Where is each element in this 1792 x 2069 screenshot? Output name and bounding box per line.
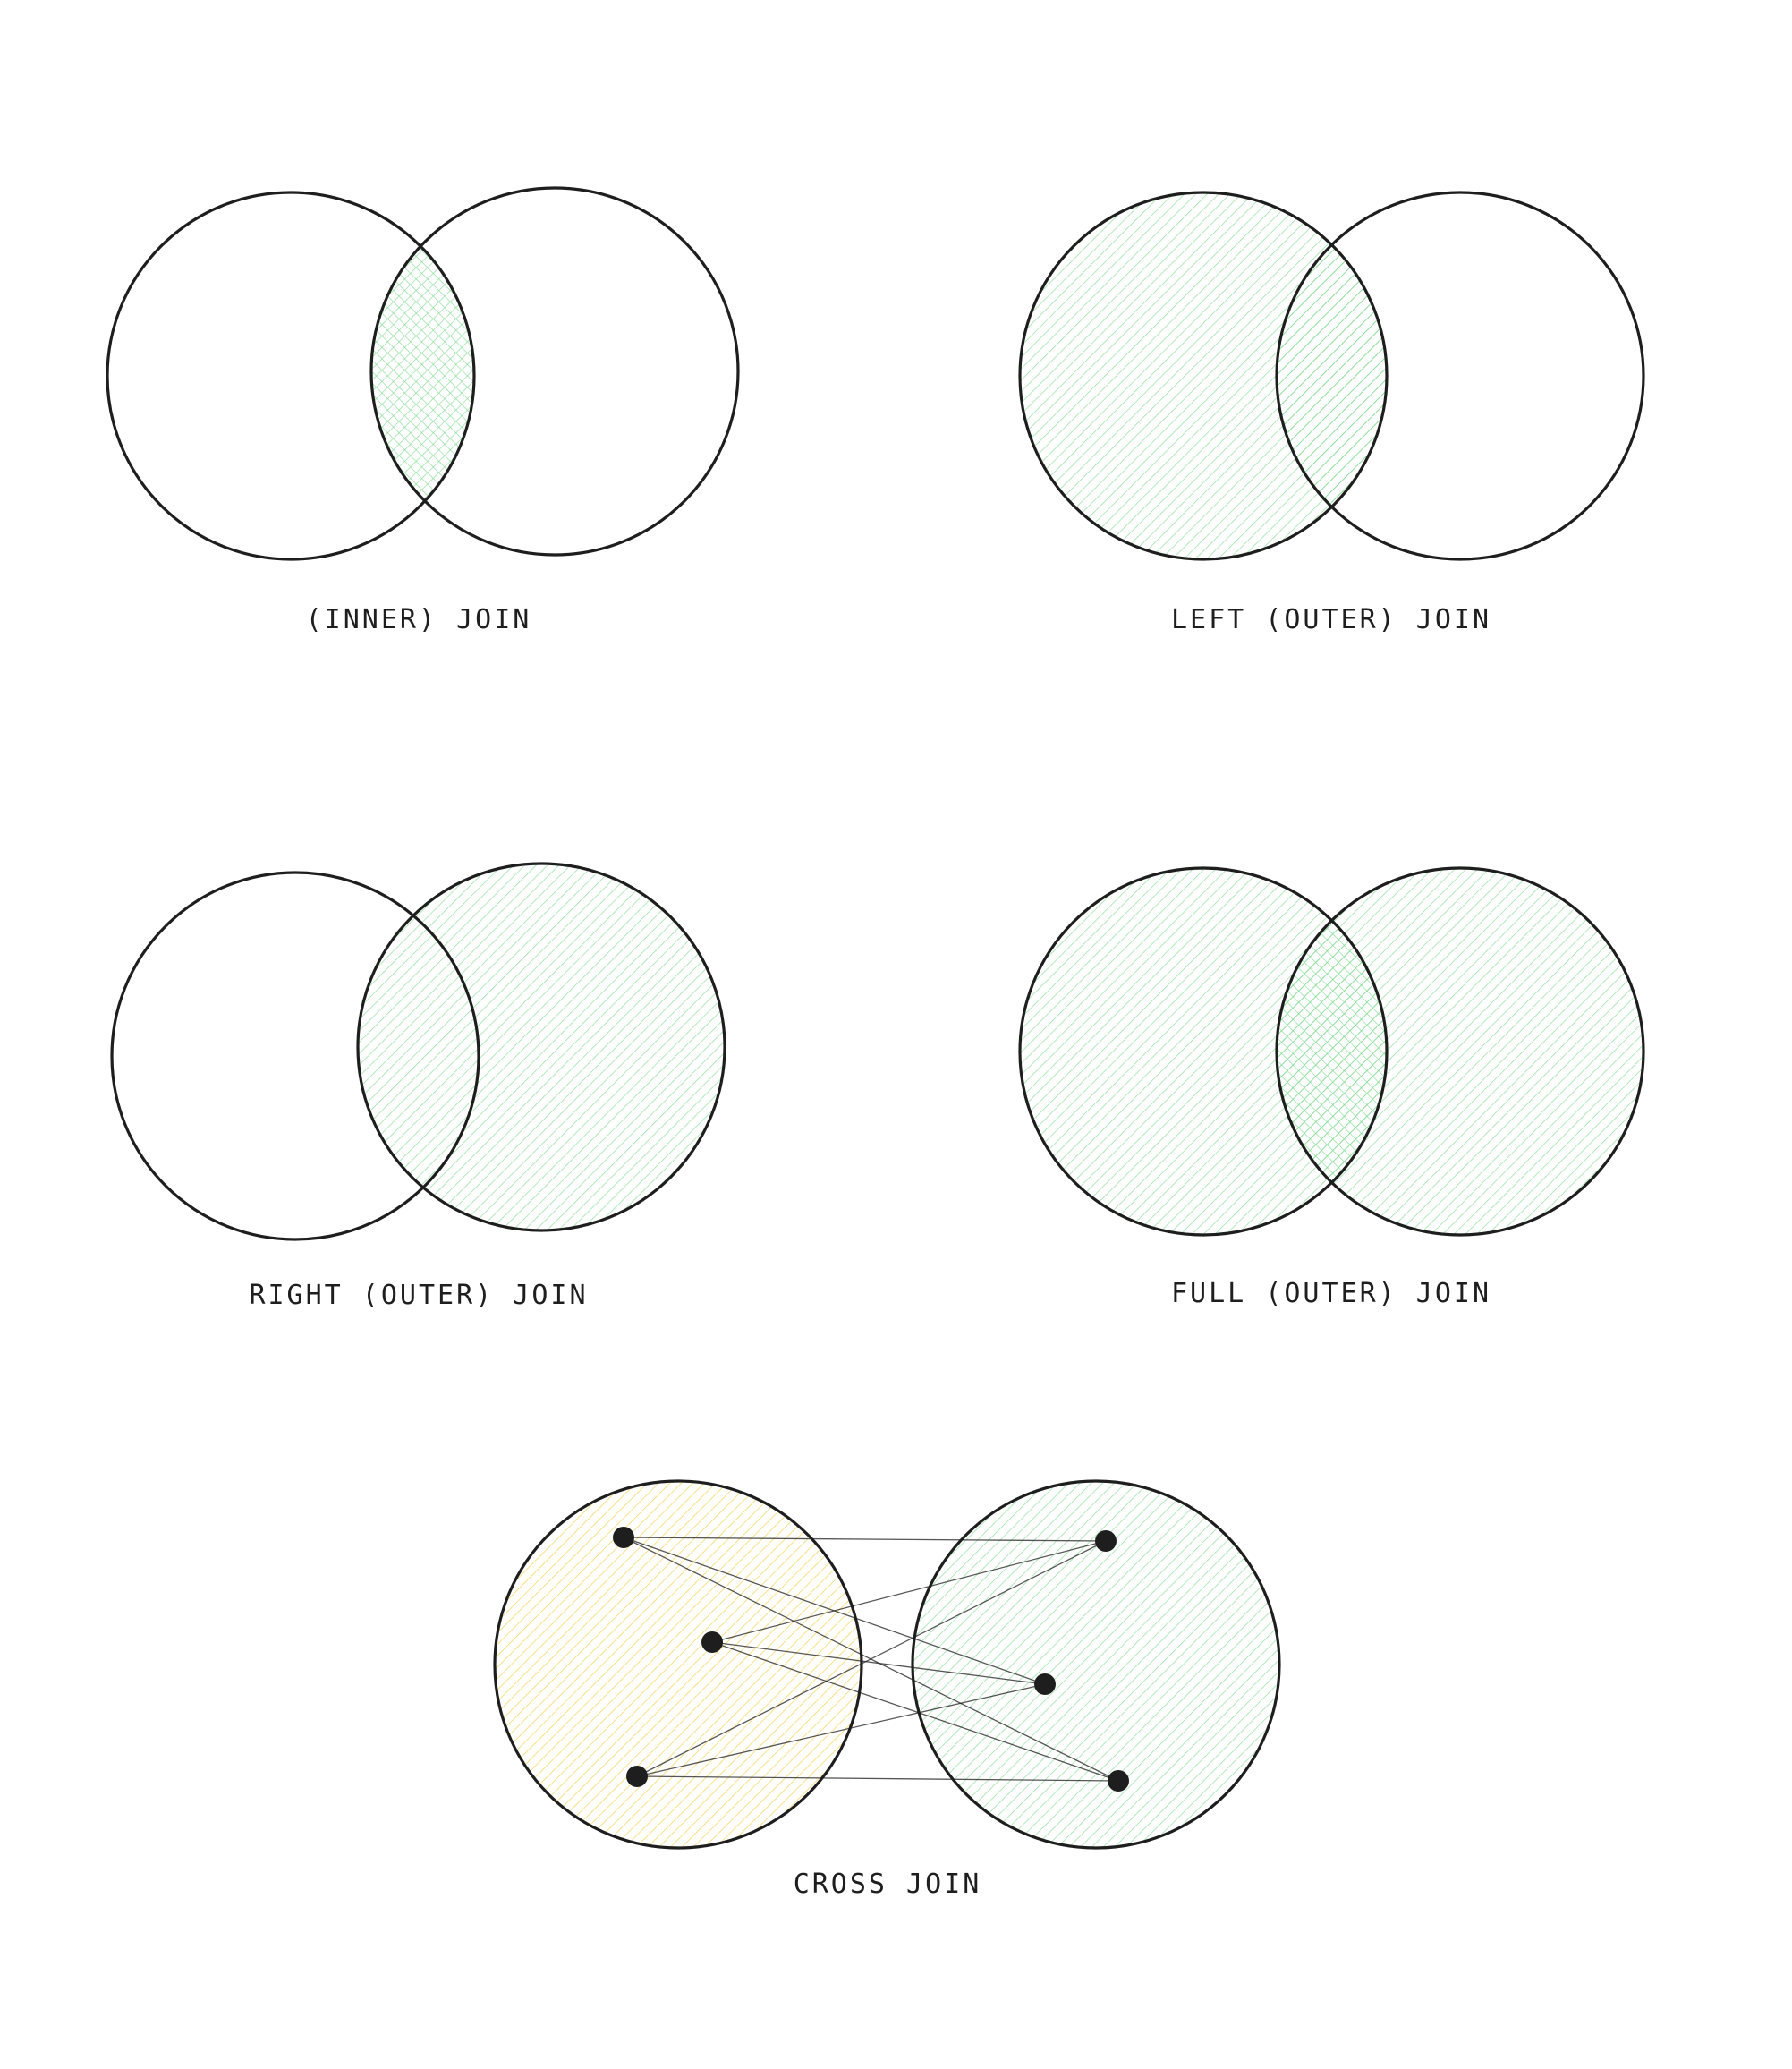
right-node-2 [1034,1673,1056,1695]
full-join-right-circle [1275,866,1645,1237]
right-join-right-fill [358,864,725,1230]
left-node-2 [701,1631,723,1653]
full-join-right-fill [1277,868,1643,1235]
inner-left-circle [106,191,476,561]
inner-right-circle [369,186,740,557]
full-join-left-circle [1018,866,1389,1237]
edge-l3-r1 [636,1540,1107,1777]
left-node-3 [626,1766,648,1787]
venn-right-join: RIGHT (OUTER) JOIN [110,862,726,1311]
right-join-left-circle [110,871,480,1241]
venn-full-join: FULL (OUTER) JOIN [1018,866,1645,1309]
left-join-label: LEFT (OUTER) JOIN [1171,604,1491,635]
full-join-left-fill [1020,868,1387,1235]
left-join-left-circle [1018,191,1389,561]
right-join-label: RIGHT (OUTER) JOIN [249,1280,588,1311]
right-node-3 [1108,1770,1129,1792]
cross-join-right-set [913,1481,1279,1848]
full-join-label: FULL (OUTER) JOIN [1171,1278,1491,1309]
edge-l2-r1 [711,1540,1107,1643]
cross-join-left-set [495,1481,862,1848]
left-join-intersection-fill [1277,192,1387,559]
inner-join-label: (INNER) JOIN [306,604,532,635]
left-join-right-circle [1275,191,1645,561]
cross-join-label: CROSS JOIN [794,1869,982,1900]
edge-l3-r3 [636,1775,1119,1782]
edge-l2-r3 [711,1641,1119,1782]
left-node-1 [613,1527,634,1548]
venn-left-join: LEFT (OUTER) JOIN [1018,191,1645,635]
left-join-left-fill [1020,192,1387,559]
cross-join-diagram: CROSS JOIN [493,1479,1281,1900]
right-join-right-circle [356,862,726,1232]
cross-join-edges [623,1537,1119,1782]
right-node-1 [1095,1530,1117,1552]
venn-inner-join: (INNER) JOIN [106,186,740,635]
edge-l3-r2 [636,1683,1046,1777]
cross-join-right-outline [911,1479,1281,1850]
edge-l1-r1 [623,1537,1107,1542]
cross-join-left-outline [493,1479,863,1850]
edge-l2-r2 [711,1641,1046,1685]
